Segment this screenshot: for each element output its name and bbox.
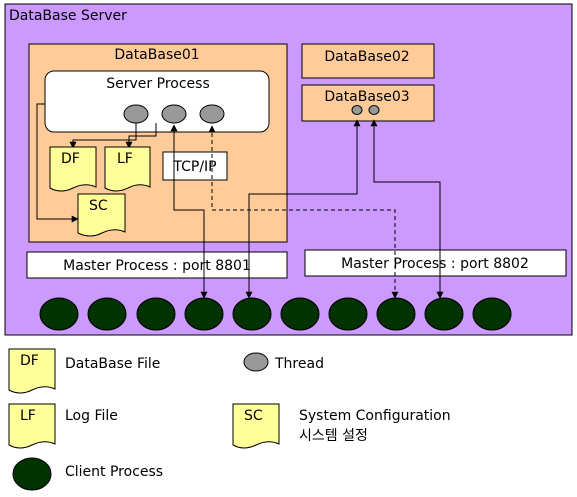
client-process-icon xyxy=(87,297,127,331)
database03-box: DataBase03 xyxy=(301,84,435,122)
df-file-label: DF xyxy=(61,151,80,167)
client-process-icon xyxy=(376,297,416,331)
database02-box: DataBase02 xyxy=(301,43,435,79)
client-process-icon xyxy=(232,297,272,331)
thread-icon xyxy=(368,105,380,115)
connection-lines xyxy=(170,119,444,299)
database02-title: DataBase02 xyxy=(324,49,409,65)
legend-df-icon: DF xyxy=(8,348,56,394)
master-process-8801-box: Master Process : port 8801 xyxy=(26,251,288,279)
server-process-box: Server Process xyxy=(44,70,270,133)
lf-file-icon: LF xyxy=(104,146,151,192)
database03-title: DataBase03 xyxy=(324,89,409,105)
legend-sc-label-ko: 시스템 설정 xyxy=(299,428,368,444)
legend-sc-label-en: System Configuration xyxy=(299,408,451,424)
legend-lf-label: Log File xyxy=(65,408,118,424)
legend-df-symbol: DF xyxy=(20,353,39,369)
client-process-icon xyxy=(184,297,224,331)
thread-icon xyxy=(161,104,187,124)
database-server-title: DataBase Server xyxy=(9,8,127,24)
thread-icon xyxy=(351,105,363,115)
legend-lf-icon: LF xyxy=(8,403,56,449)
legend: DF DataBase File Thread LF Log File SC S… xyxy=(8,348,451,491)
master-process-8802-label: Master Process : port 8802 xyxy=(341,256,529,272)
database01-title: DataBase01 xyxy=(114,47,199,63)
lf-file-label: LF xyxy=(117,151,133,167)
sc-file-label: SC xyxy=(89,198,108,214)
master-process-8801-label: Master Process : port 8801 xyxy=(63,258,251,274)
client-process-icon xyxy=(424,297,464,331)
thread-icon xyxy=(123,104,149,124)
legend-lf-symbol: LF xyxy=(20,408,36,424)
legend-df-label: DataBase File xyxy=(65,356,160,372)
legend-sc-icon: SC xyxy=(232,403,280,449)
client-process-icon xyxy=(136,297,176,331)
legend-client-process-label: Client Process xyxy=(65,464,163,480)
server-process-title: Server Process xyxy=(106,76,209,92)
client-process-row xyxy=(39,297,512,331)
client-process-icon xyxy=(328,297,368,331)
tcpip-label: TCP/IP xyxy=(172,159,216,175)
legend-client-process-icon xyxy=(12,457,52,491)
sc-file-icon: SC xyxy=(77,193,126,237)
legend-sc-symbol: SC xyxy=(244,408,263,424)
client-process-icon xyxy=(280,297,320,331)
client-process-icon xyxy=(39,297,79,331)
df-file-icon: DF xyxy=(49,146,97,192)
legend-thread-label: Thread xyxy=(274,356,324,372)
master-process-8802-box: Master Process : port 8802 xyxy=(304,249,567,277)
tcpip-box: TCP/IP xyxy=(162,151,228,181)
file-connectors xyxy=(36,103,157,223)
thread-icon xyxy=(199,104,225,124)
legend-thread-icon xyxy=(243,352,269,372)
client-process-icon xyxy=(472,297,512,331)
